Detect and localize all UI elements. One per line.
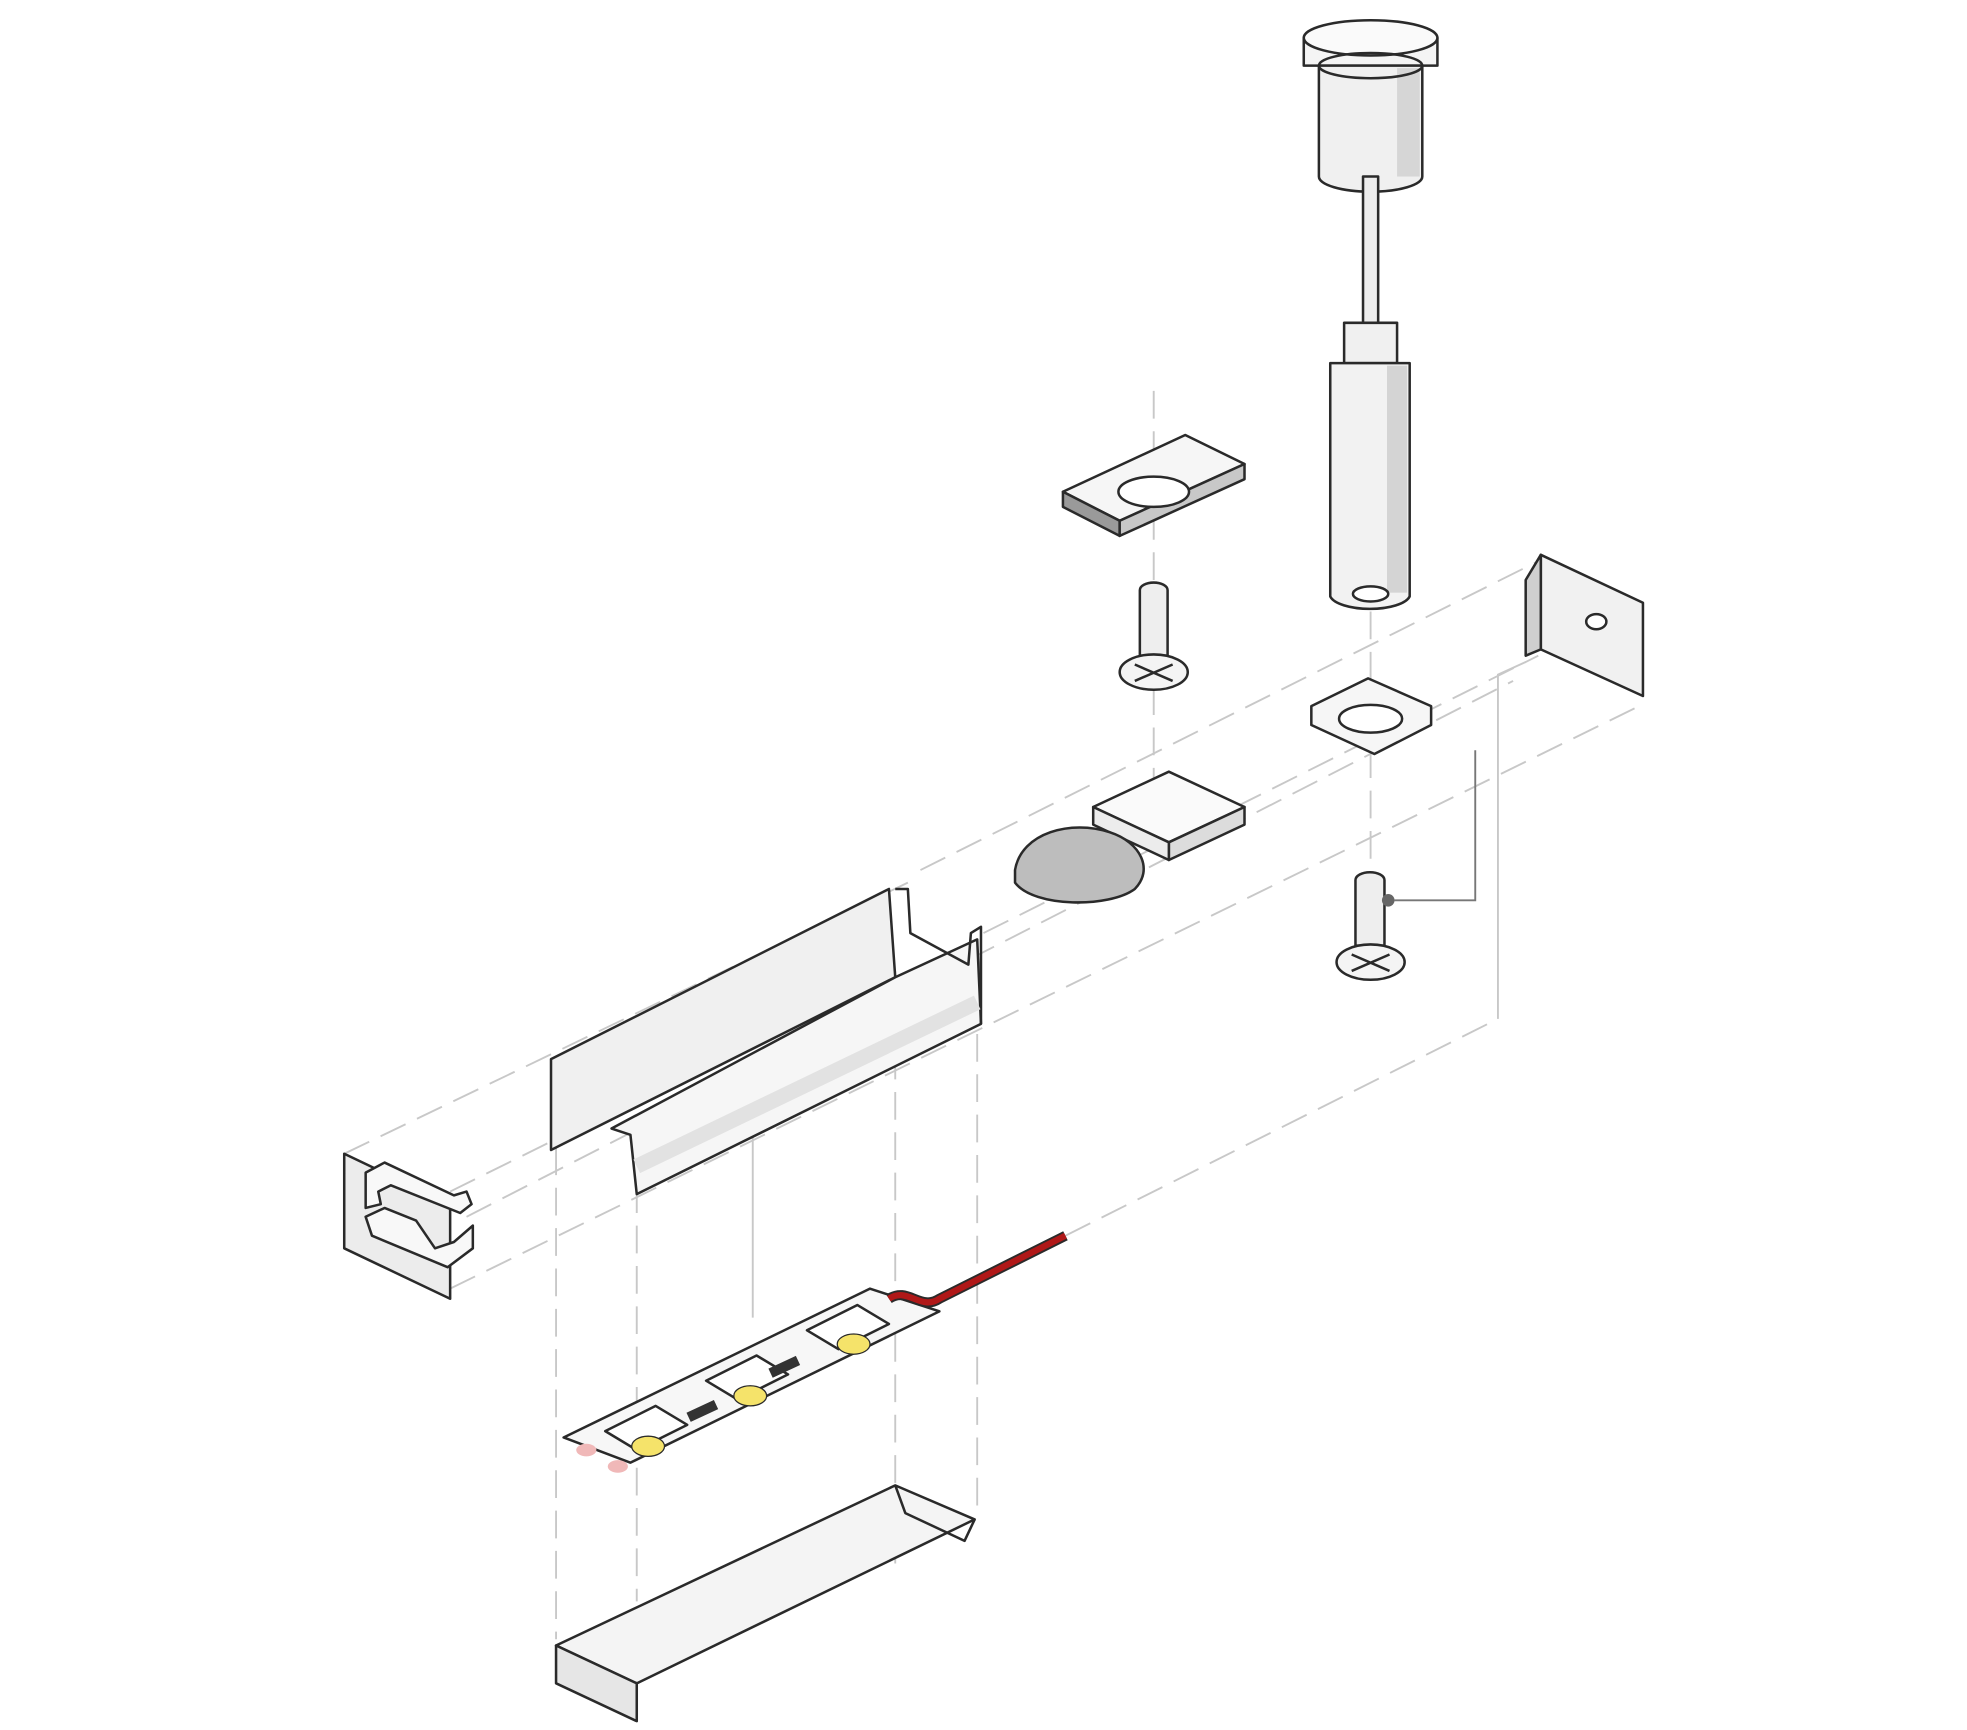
mounting-plate-square	[1310, 677, 1433, 756]
solder-pad	[607, 1460, 628, 1473]
adhesive-pad	[1013, 826, 1145, 904]
resistor	[768, 1355, 801, 1378]
end-cap-left	[342, 1152, 475, 1301]
mounting-plate-small	[1061, 433, 1246, 538]
aluminium-profile	[549, 887, 983, 1196]
suspension-cable	[1361, 175, 1380, 330]
end-cap-right	[1524, 553, 1645, 698]
cable-gripper	[1328, 321, 1411, 611]
screw-lower	[1335, 750, 1477, 982]
ceiling-canopy	[1302, 18, 1439, 193]
led-chip	[603, 1404, 689, 1457]
solder-pad	[576, 1443, 597, 1457]
resistor	[686, 1400, 719, 1422]
screw-upper	[1118, 581, 1190, 691]
bottom-channel	[554, 1484, 976, 1723]
clear-spacer-plate	[1091, 770, 1246, 862]
led-chip	[805, 1303, 891, 1355]
assembly-guide-lines	[343, 390, 1640, 1640]
led-strip	[562, 1231, 1068, 1473]
led-chip	[704, 1354, 790, 1407]
